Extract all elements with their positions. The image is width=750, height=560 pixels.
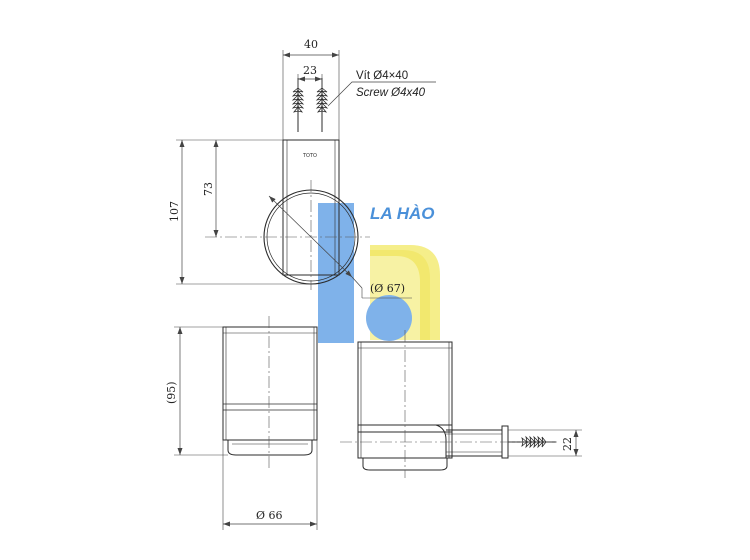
dim-67-text: (Ø 67) [370,282,405,295]
top-view [176,50,436,299]
dim-73-text: 73 [202,182,215,196]
plate-mark-text: TOTO [302,153,317,159]
dim-95-text: (95) [165,381,178,404]
dim-22-text: 22 [561,437,574,451]
watermark-brand-text: LA HÀO [370,204,435,223]
screw-leader [327,81,436,107]
front-view [174,316,318,530]
cup-base [227,440,313,456]
dim-107-text: 107 [168,201,181,222]
dim-67-line [268,195,353,278]
screw-note-vn: Vít Ø4×40 [356,70,408,82]
side-view [340,330,582,478]
logo-blue-circle [366,295,412,341]
dim-40-text: 40 [304,38,318,51]
side-arm [435,424,503,458]
dim-23-text: 23 [303,64,317,77]
side-cup-body [357,341,453,459]
cup-body [222,326,318,441]
dim-66-text: Ø 66 [256,509,283,522]
screw-note-en: Screw Ø4x40 [356,87,426,99]
